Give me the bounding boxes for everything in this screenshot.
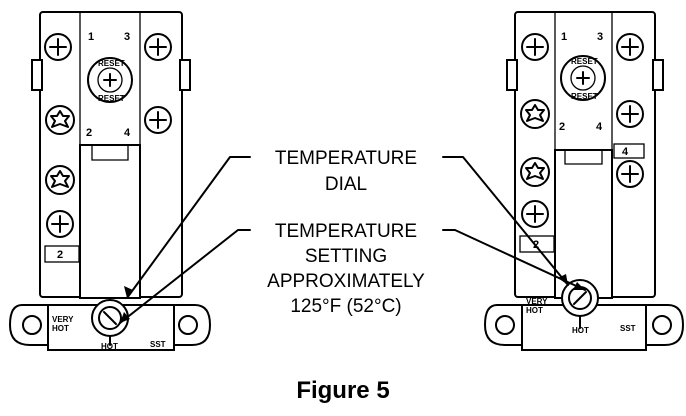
left-reset-bottom-label: RESET	[98, 94, 125, 103]
right-reset-bottom-label: RESET	[571, 92, 598, 101]
left-terminal-2-lower-label: 2	[57, 249, 63, 261]
right-screw-4-icon	[616, 100, 644, 128]
right-very-label: VERY	[526, 297, 548, 306]
left-hot-label: HOT	[101, 342, 118, 351]
left-screw-3-icon	[144, 33, 172, 61]
left-terminal-1-label: 1	[88, 31, 94, 43]
right-reset-top-label: RESET	[571, 57, 598, 66]
left-terminal-4-label: 4	[124, 127, 131, 139]
right-terminal-3-label: 3	[597, 31, 603, 43]
setting-leader-lines	[119, 229, 586, 324]
setting-callout-line3: APPROXIMATELY	[267, 271, 425, 292]
right-terminal-1-label: 1	[561, 31, 567, 43]
right-very-hot-label: HOT	[526, 306, 543, 315]
left-reset-top-label: RESET	[98, 59, 125, 68]
right-star-screw-2-icon	[520, 99, 550, 129]
right-terminal-4-label: 4	[596, 121, 603, 133]
right-model-label: SST	[620, 324, 636, 333]
left-very-hot-label: HOT	[52, 324, 69, 333]
setting-callout-line4: 125°F (52°C)	[290, 296, 401, 317]
left-thermostat	[8, 11, 212, 351]
left-very-label: VERY	[52, 315, 74, 324]
right-star-screw-lower-icon	[520, 157, 550, 187]
left-screw-4-icon	[144, 106, 172, 134]
setting-callout-line1: TEMPERATURE	[275, 221, 417, 242]
left-reset-button[interactable]	[87, 57, 133, 103]
right-screw-1-icon	[521, 33, 549, 61]
right-screw-lower-4-icon	[616, 160, 644, 188]
left-screw-1-icon	[44, 33, 72, 61]
right-reset-button[interactable]	[560, 55, 606, 101]
setting-callout-line2: SETTING	[305, 246, 387, 267]
right-terminal-4-lower-label: 4	[622, 146, 629, 158]
figure-caption: Figure 5	[296, 377, 389, 404]
dial-callout-line1: TEMPERATURE	[275, 148, 417, 169]
right-terminal-2-label: 2	[559, 121, 565, 133]
right-thermostat	[483, 11, 685, 351]
left-terminal-3-label: 3	[124, 31, 130, 43]
left-screw-lower-icon	[46, 210, 74, 238]
left-model-label: SST	[150, 340, 166, 349]
right-screw-3-icon	[616, 33, 644, 61]
left-star-screw-2-icon	[45, 105, 75, 135]
dial-callout-line2: DIAL	[325, 174, 367, 195]
left-star-screw-lower-icon	[45, 165, 75, 195]
right-hot-label: HOT	[572, 326, 589, 335]
left-terminal-2-label: 2	[86, 127, 92, 139]
right-screw-lower-icon	[521, 200, 549, 228]
